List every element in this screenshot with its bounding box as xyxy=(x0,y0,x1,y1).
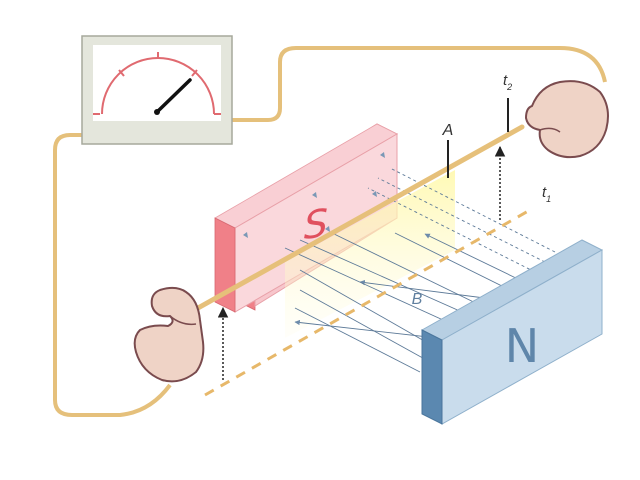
rod-label: A xyxy=(442,122,454,139)
field-label: B xyxy=(412,291,423,308)
right-hand xyxy=(525,80,609,159)
galvanometer xyxy=(81,35,233,145)
time-1-base: t xyxy=(542,184,547,201)
field-arrowheads xyxy=(243,152,385,238)
circuit-wire-left xyxy=(53,133,172,417)
north-pole-label: N xyxy=(505,319,539,373)
flux-region xyxy=(285,170,455,338)
left-hand xyxy=(133,286,205,383)
circuit-wire xyxy=(230,46,607,122)
galvanometer-needle xyxy=(155,78,192,114)
north-magnet: N xyxy=(420,239,604,425)
hand-icon xyxy=(525,80,609,159)
time-1-sub: 1 xyxy=(546,194,551,204)
path-t1 xyxy=(204,208,531,397)
time-2-sub: 2 xyxy=(506,82,512,92)
magnetic-field-lines xyxy=(284,167,556,373)
hand-icon xyxy=(133,286,205,383)
time-2-label: t2 xyxy=(503,72,512,92)
time-1-label: t1 xyxy=(542,184,551,204)
time-2-base: t xyxy=(503,72,508,89)
conducting-rod xyxy=(195,124,525,311)
